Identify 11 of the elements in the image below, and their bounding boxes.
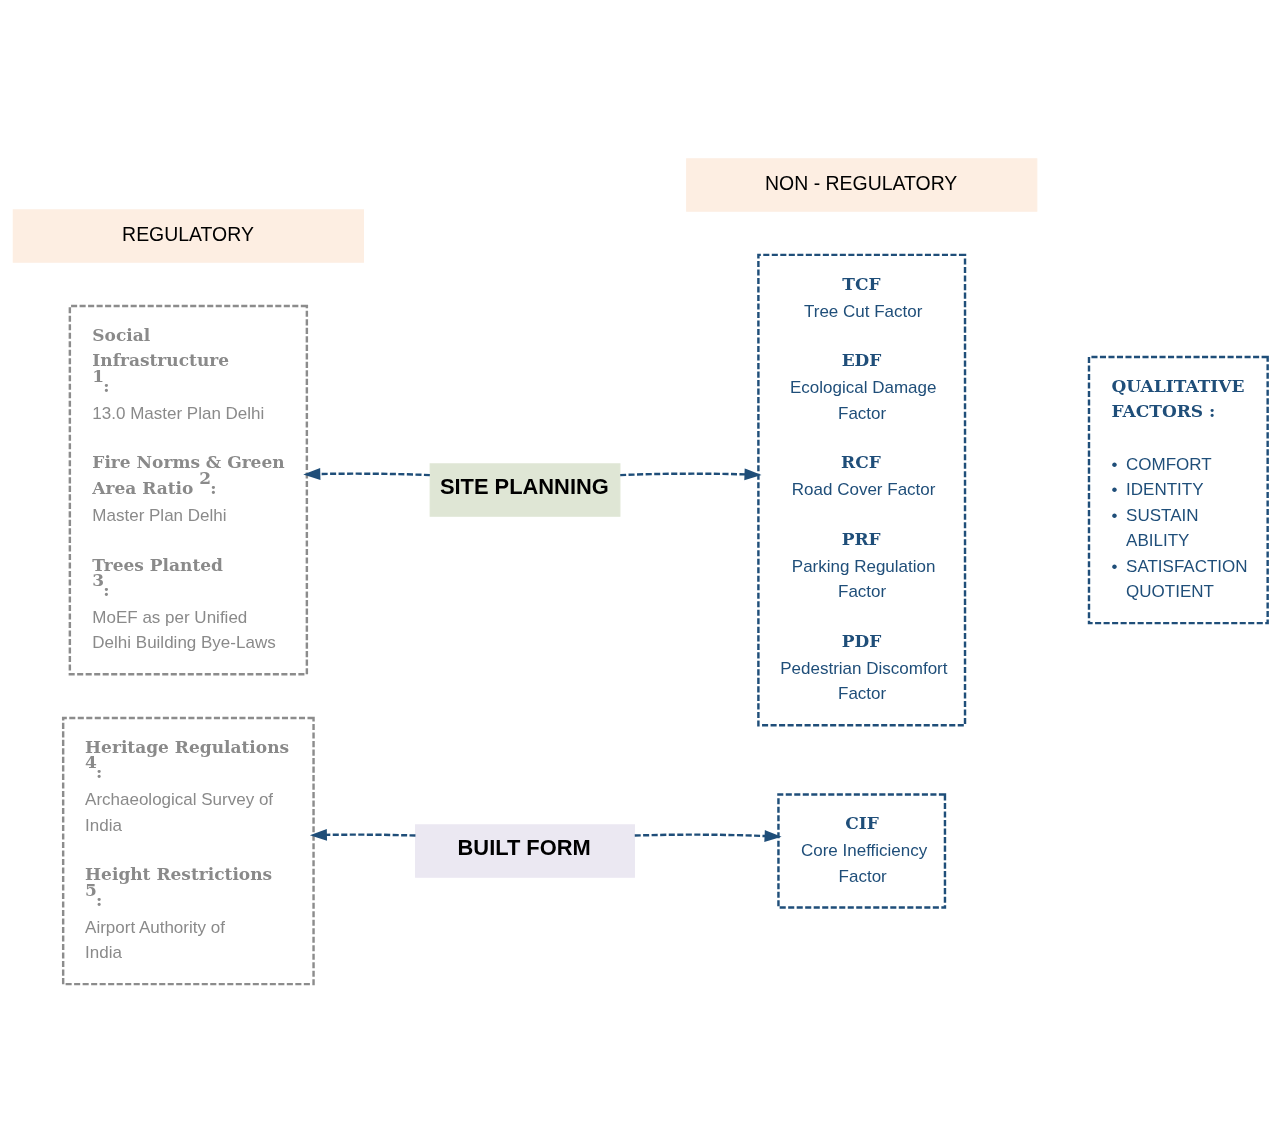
node-box: SITE PLANNING [429, 462, 621, 517]
arrow [303, 467, 430, 480]
node-box: NON - REGULATORY [686, 157, 1038, 212]
arrow [620, 467, 762, 480]
node-box: QUALITATIVE FACTORS : • COMFORT • IDENTITY • SUSTAIN ABILITY • SATISFACTION QUOTIENT [1087, 355, 1269, 624]
node-box: CIF Core Inefficiency Factor [777, 792, 947, 909]
node-box: REGULATORY [12, 208, 364, 263]
node-box: BUILT FORM [415, 823, 636, 878]
arrow [309, 828, 416, 841]
arrow [634, 829, 782, 842]
node-box: TCF Tree Cut Factor EDF Ecological Damage Factor RCF Road Cover Factor PRF Parking Regulation Factor PDF Pedestrian Discomfort Factor [757, 253, 967, 726]
